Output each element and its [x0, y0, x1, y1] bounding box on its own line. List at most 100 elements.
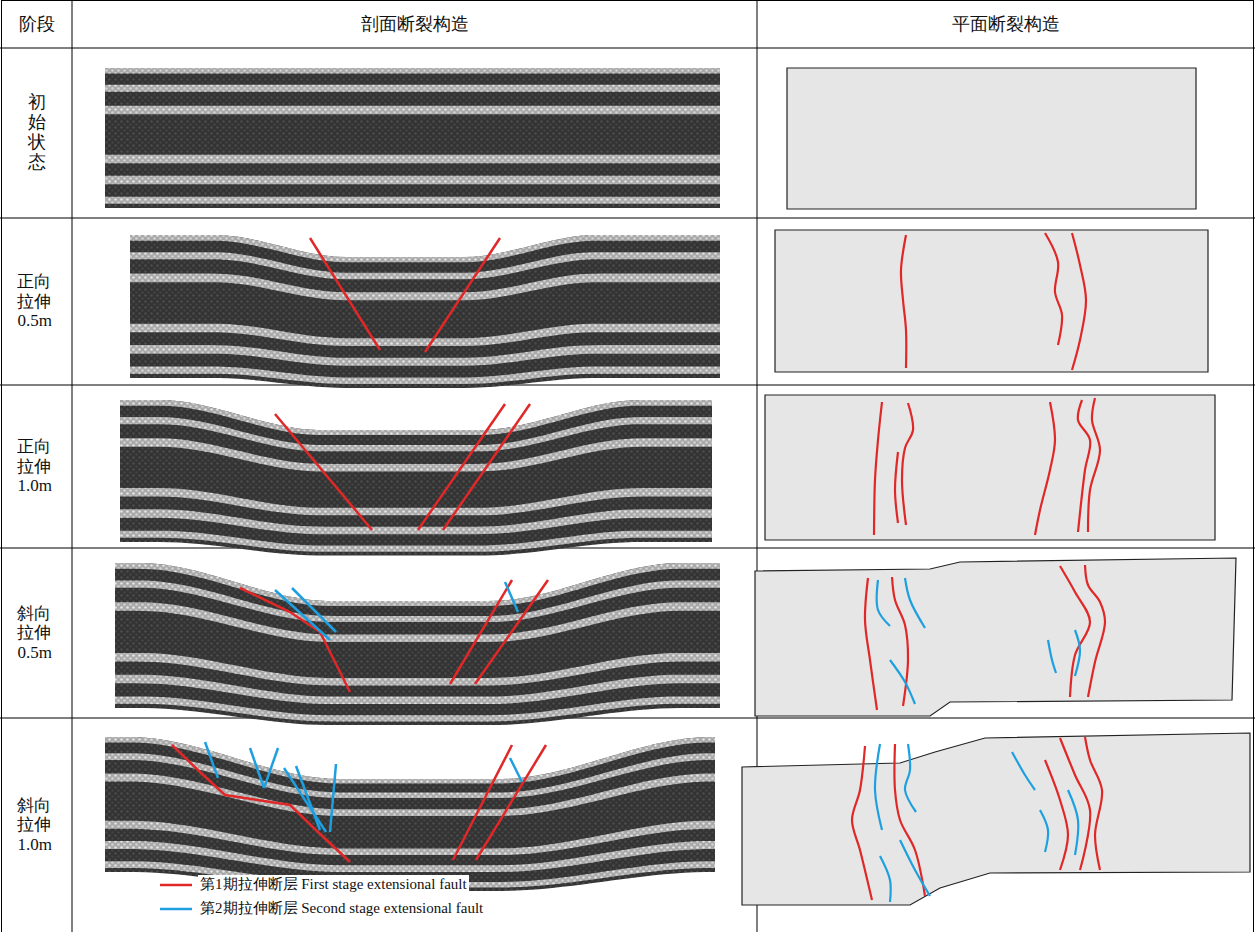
column-header: 平面断裂构造 — [757, 0, 1255, 48]
first-stage-fault — [894, 744, 925, 896]
second-stage-fault — [880, 856, 891, 902]
strata-light — [115, 602, 720, 642]
cell-text: 正向 拉伸 1.0m — [17, 437, 56, 496]
legend-text: 第1期拉伸断层 First stage extensional fault — [198, 875, 469, 894]
first-stage-fault — [450, 580, 512, 684]
first-stage-fault — [1088, 398, 1100, 532]
first-stage-fault — [901, 235, 906, 368]
strata-dark — [105, 737, 715, 891]
profile-3 — [115, 563, 720, 725]
strata-dark — [130, 235, 720, 388]
first-stage-fault — [1045, 233, 1062, 345]
cell-text: 初始状态 — [28, 93, 46, 172]
first-stage-fault — [240, 588, 350, 692]
first-stage-fault — [852, 746, 872, 900]
profile-1 — [130, 235, 720, 388]
legend-samples — [160, 885, 192, 909]
first-stage-fault — [1060, 566, 1090, 697]
strata-light — [120, 438, 712, 471]
strata-light — [105, 773, 715, 815]
plan-outline — [765, 395, 1215, 540]
second-stage-fault — [1012, 752, 1035, 790]
second-stage-fault — [510, 758, 522, 782]
second-stage-fault — [1040, 810, 1048, 852]
cell-text: 正向 拉伸 0.5m — [17, 272, 56, 331]
first-stage-fault — [865, 578, 877, 710]
column-header: 剖面断裂构造 — [72, 0, 757, 48]
second-stage-fault — [296, 766, 320, 830]
second-stage-fault — [905, 744, 916, 812]
strata-dark — [105, 68, 720, 208]
stage-label: 斜向 拉伸 1.0m — [2, 718, 72, 932]
strata-light — [120, 531, 712, 552]
first-stage-fault — [874, 402, 882, 535]
first-stage-fault — [1060, 738, 1090, 870]
plan-outline — [787, 68, 1196, 209]
first-stage-fault — [1072, 233, 1086, 370]
first-stage-fault — [425, 238, 500, 352]
strata-dark — [115, 563, 720, 725]
plan-outline — [755, 558, 1236, 716]
strata-light — [130, 274, 720, 301]
second-stage-fault — [205, 742, 218, 778]
first-stage-fault — [475, 580, 548, 684]
second-stage-fault — [877, 580, 890, 626]
stage-label: 斜向 拉伸 0.5m — [2, 548, 72, 718]
strata-light — [115, 563, 720, 606]
first-stage-fault — [1085, 737, 1102, 870]
first-stage-fault — [443, 404, 530, 530]
strata-light — [105, 106, 720, 114]
second-stage-fault — [1048, 640, 1056, 673]
first-stage-fault — [172, 745, 350, 862]
second-stage-fault — [875, 744, 882, 830]
second-stage-fault — [1068, 790, 1078, 855]
plan-outline — [742, 733, 1250, 905]
strata-light — [130, 324, 720, 346]
plan-views — [742, 68, 1250, 905]
legend-sample-blue — [160, 908, 192, 911]
strata-light — [105, 737, 715, 783]
second-stage-fault — [330, 764, 336, 832]
first-stage-fault — [418, 404, 505, 530]
stage-label: 正向 拉伸 1.0m — [2, 385, 72, 548]
profile-sections — [105, 68, 720, 891]
first-stage-fault — [310, 238, 380, 350]
first-stage-fault — [1045, 760, 1068, 870]
cell-text: 斜向 拉伸 1.0m — [17, 796, 56, 855]
cell-text: 剖面断裂构造 — [361, 12, 469, 36]
column-header: 阶段 — [2, 0, 72, 48]
cell-text: 斜向 拉伸 0.5m — [17, 604, 56, 663]
profile-0 — [105, 68, 720, 208]
first-stage-fault — [1035, 402, 1055, 535]
strata-dark — [120, 400, 712, 556]
first-stage-fault — [902, 403, 913, 525]
strata-light — [120, 509, 712, 534]
strata-light — [130, 367, 720, 384]
strata-light — [105, 155, 720, 163]
first-stage-fault — [895, 452, 898, 523]
second-stage-fault — [905, 578, 925, 628]
second-stage-fault — [900, 840, 930, 896]
second-stage-fault — [292, 588, 336, 632]
first-stage-fault — [453, 745, 512, 860]
cell-text: 平面断裂构造 — [952, 12, 1060, 36]
first-stage-fault — [1085, 565, 1105, 697]
strata-light — [130, 345, 720, 366]
second-stage-fault — [1075, 630, 1080, 676]
second-stage-fault — [250, 748, 264, 788]
first-stage-fault — [476, 745, 546, 860]
profile-4 — [105, 737, 715, 891]
strata-light — [115, 675, 720, 704]
second-stage-fault — [264, 748, 278, 788]
legend-text: 第2期拉伸断层 Second stage extensional fault — [198, 899, 485, 918]
stage-label: 初始状态 — [2, 48, 72, 218]
strata-light — [105, 85, 720, 92]
strata-light — [105, 68, 720, 74]
first-stage-fault — [892, 577, 908, 706]
legend-sample-red — [160, 884, 192, 887]
first-stage-fault — [275, 414, 372, 530]
second-stage-fault — [505, 582, 518, 612]
strata-light — [105, 197, 720, 204]
